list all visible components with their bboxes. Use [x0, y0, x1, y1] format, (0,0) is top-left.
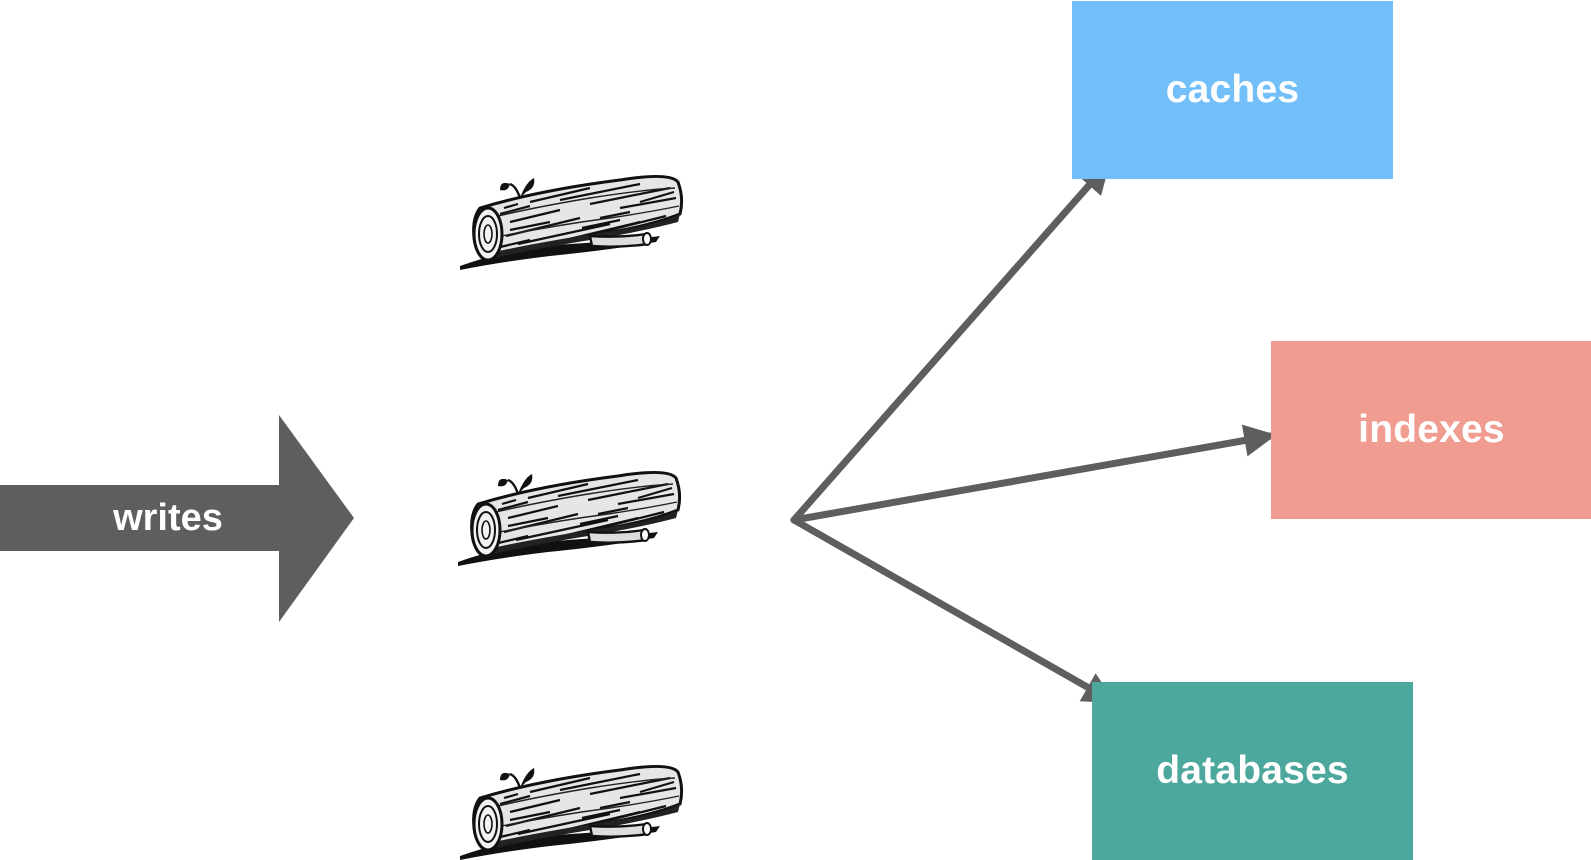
log-icon	[458, 174, 684, 272]
arrow-to-databases	[790, 516, 1116, 704]
caches-label: caches	[1165, 68, 1300, 111]
arrow-to-caches	[790, 161, 1111, 524]
databases-box: databases	[1092, 682, 1413, 860]
writes-arrow	[0, 415, 354, 622]
writes-label: writes	[113, 496, 223, 539]
log-icon	[458, 764, 684, 860]
databases-label: databases	[1156, 749, 1349, 792]
indexes-label: indexes	[1358, 408, 1505, 451]
caches-box: caches	[1072, 1, 1393, 179]
log-icon	[456, 470, 682, 568]
indexes-box: indexes	[1271, 341, 1591, 519]
arrow-to-indexes	[790, 424, 1277, 524]
